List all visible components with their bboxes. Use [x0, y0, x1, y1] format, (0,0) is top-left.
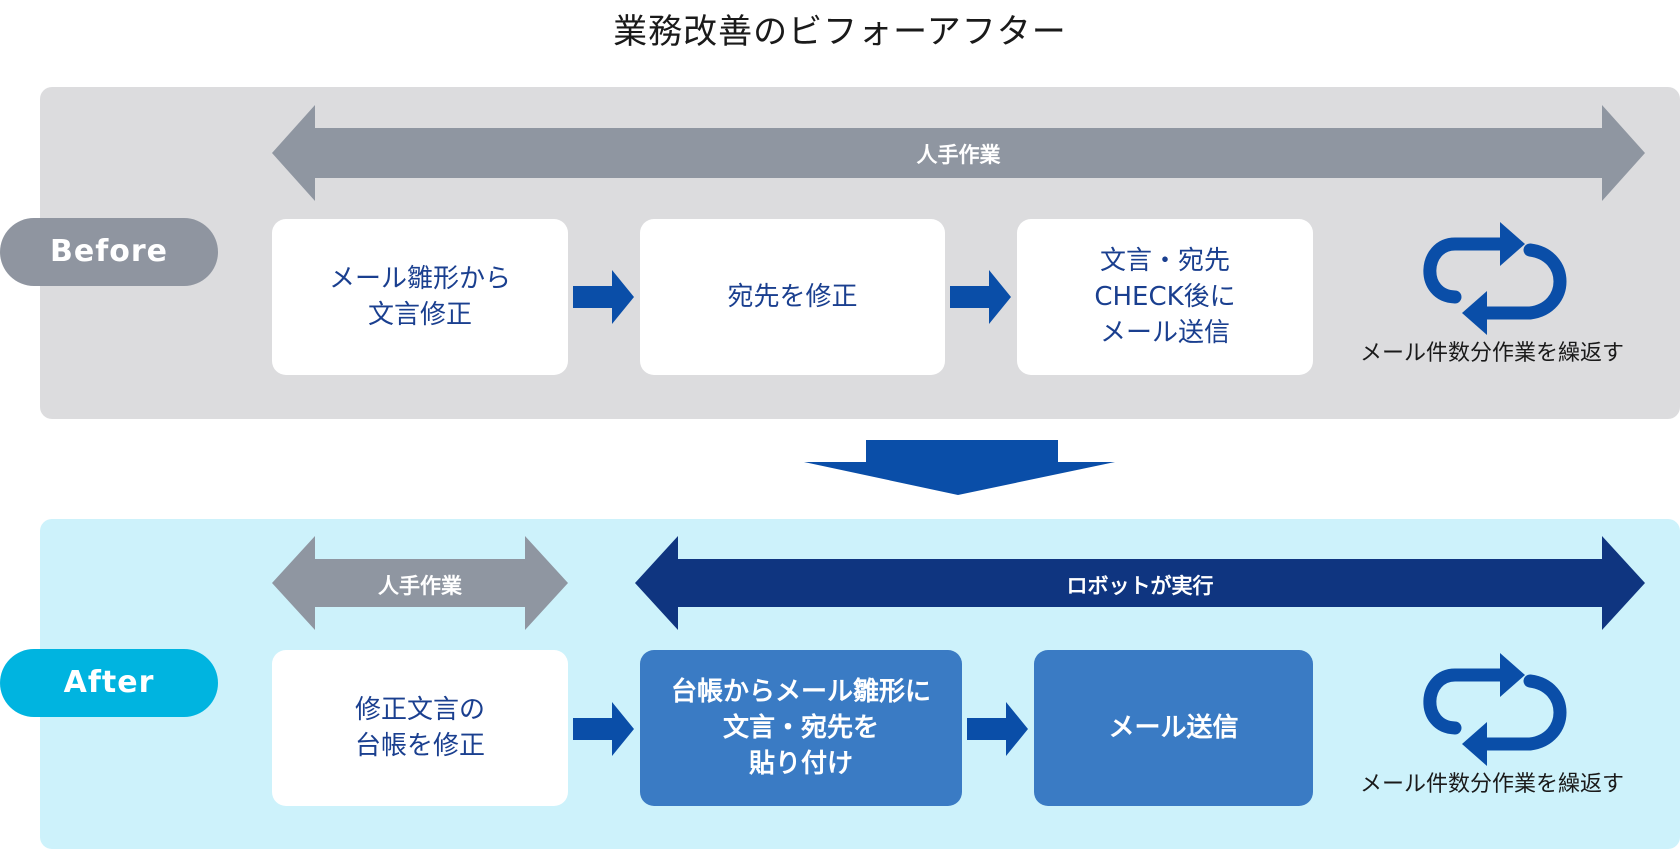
after-repeat-label: メール件数分作業を繰返す: [1359, 772, 1624, 797]
after-flow-arrow-1: [573, 702, 634, 756]
after-manual-band-arrow: [272, 536, 568, 630]
repeat-arrowhead-bottom: [1462, 291, 1487, 335]
before-pill: Before: [0, 218, 218, 286]
after-flow-arrow-2: [967, 702, 1028, 756]
before-step-2: 宛先を修正: [640, 219, 945, 375]
after-pill: After: [0, 649, 218, 717]
after-robot-band-label: ロボットが実行: [1066, 574, 1214, 598]
repeat-arrowhead-bottom-after: [1462, 722, 1487, 766]
before-repeat-label: メール件数分作業を繰返す: [1359, 341, 1624, 366]
after-manual-band-label: 人手作業: [378, 574, 462, 598]
before-manual-band-label: 人手作業: [916, 143, 1001, 167]
before-manual-band-arrow: [272, 105, 1645, 201]
repeat-arrowhead-top-after: [1500, 653, 1525, 697]
after-robot-band-arrow: [635, 536, 1645, 630]
repeat-cycle-icon: [1423, 237, 1567, 320]
before-flow-arrow-2: [950, 270, 1011, 324]
after-step-1: 修正文言の 台帳を修正: [272, 650, 568, 806]
before-flow-arrow-1: [573, 270, 634, 324]
before-step-3: 文言・宛先 CHECK後に メール送信: [1017, 219, 1313, 375]
after-step-3: メール送信: [1034, 650, 1313, 806]
transition-down-arrow: [804, 440, 1115, 495]
diagram-title: 業務改善のビフォーアフター: [613, 12, 1067, 52]
repeat-cycle-icon-after: [1423, 668, 1567, 751]
before-step-1: メール雛形から 文言修正: [272, 219, 568, 375]
after-step-2: 台帳からメール雛形に 文言・宛先を 貼り付け: [640, 650, 962, 806]
repeat-arrowhead-top: [1500, 222, 1525, 266]
